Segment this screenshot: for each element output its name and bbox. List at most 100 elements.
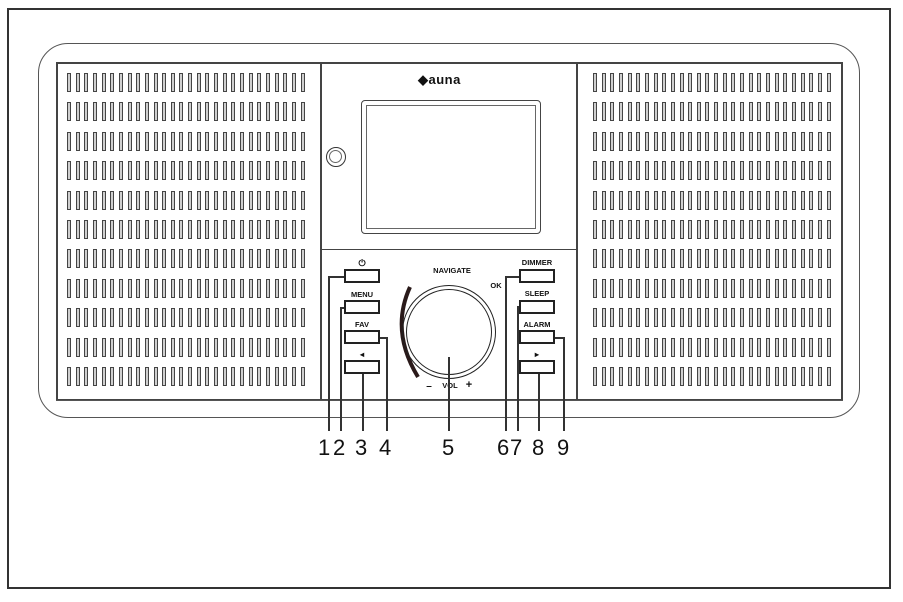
grille-slot [714, 102, 719, 122]
callout-2: 2 [333, 435, 346, 460]
grille-slot [817, 131, 822, 151]
grille-slot [196, 131, 201, 151]
grille-slot [205, 131, 210, 151]
grille-slot [110, 220, 115, 239]
grille-slot [144, 131, 149, 151]
grille-slot [800, 220, 805, 239]
dimmer-button[interactable] [519, 269, 555, 283]
grille-slot [826, 102, 831, 122]
grille-slot [144, 337, 149, 357]
grille-slot [662, 190, 667, 210]
grille-slot [610, 249, 615, 269]
grille-slot [601, 367, 606, 386]
grille-slot [644, 367, 649, 386]
grille-slot [84, 161, 89, 181]
grille-slot [231, 73, 236, 92]
grille-slot [731, 278, 736, 298]
sleep-button[interactable] [519, 300, 555, 314]
grille-slot [601, 131, 606, 151]
grille-slot [688, 190, 693, 210]
grille-slot [153, 220, 158, 239]
grille-slot [283, 278, 288, 298]
grille-slot [136, 337, 141, 357]
grille-slot [705, 220, 710, 239]
grille-slot [714, 308, 719, 328]
grille-slot [214, 308, 219, 328]
grille-slot [679, 131, 684, 151]
grille-slot [92, 249, 97, 269]
menu-button[interactable] [344, 300, 380, 314]
grille-slot [274, 278, 279, 298]
grille-slot [826, 337, 831, 357]
grille-slot [179, 249, 184, 269]
grille-slot [774, 161, 779, 181]
grille-slot [196, 190, 201, 210]
grille-slot [291, 73, 296, 92]
leader-5 [448, 357, 450, 431]
grille-slot [67, 131, 71, 151]
grille-slot [817, 278, 822, 298]
grille-slot [101, 161, 106, 181]
grille-slot [696, 102, 701, 122]
grille-slot [240, 161, 244, 181]
power-button[interactable] [344, 269, 380, 283]
grille-slot [84, 190, 89, 210]
grille-slot [618, 337, 623, 357]
grille-slot [627, 249, 632, 269]
grille-slot [748, 190, 753, 210]
grille-slot [791, 220, 796, 239]
next-button[interactable] [519, 360, 555, 374]
grille-slot [679, 102, 684, 122]
grille-slot [610, 308, 615, 328]
grille-slot [127, 249, 132, 269]
grille-slot [601, 249, 606, 269]
grille-slot [644, 308, 649, 328]
leader-1 [328, 276, 330, 431]
grille-slot [766, 337, 770, 357]
callout-3: 3 [355, 435, 368, 460]
prev-button[interactable] [344, 360, 380, 374]
grille-slot [179, 73, 184, 92]
grille-slot [118, 190, 123, 210]
grille-slot [618, 308, 623, 328]
grille-slot [705, 73, 710, 92]
grille-slot [791, 249, 796, 269]
grille-slot [136, 102, 141, 122]
grille-slot [257, 337, 262, 357]
grille-slot [214, 102, 219, 122]
grille-slot [196, 249, 201, 269]
grille-slot [688, 161, 693, 181]
grille-slot [214, 73, 219, 92]
grille-slot [205, 102, 210, 122]
grille-slot [136, 367, 141, 386]
grille-slot [75, 161, 80, 181]
grille-slot [644, 131, 649, 151]
grille-slot [170, 308, 175, 328]
grille-slot [75, 190, 80, 210]
grille-slot [826, 249, 831, 269]
grille-slot [610, 367, 615, 386]
grille-slot [84, 131, 89, 151]
grille-slot [179, 161, 184, 181]
grille-slot [774, 190, 779, 210]
grille-slot [92, 337, 97, 357]
grille-slot [757, 102, 762, 122]
grille-slot [214, 190, 219, 210]
grille-slot [205, 367, 210, 386]
grille-slot [679, 220, 684, 239]
grille-slot [662, 131, 667, 151]
grille-slot [800, 337, 805, 357]
grille-slot [653, 337, 658, 357]
fav-button[interactable] [344, 330, 380, 344]
alarm-button[interactable] [519, 330, 555, 344]
grille-slot [705, 190, 710, 210]
grille-slot [817, 220, 822, 239]
grille-slot [601, 308, 606, 328]
grille-slot [283, 161, 288, 181]
grille-slot [265, 337, 270, 357]
grille-slot [300, 308, 305, 328]
grille-slot [791, 278, 796, 298]
display-screen [361, 100, 541, 234]
grille-slot [627, 220, 632, 239]
grille-slot [153, 190, 158, 210]
